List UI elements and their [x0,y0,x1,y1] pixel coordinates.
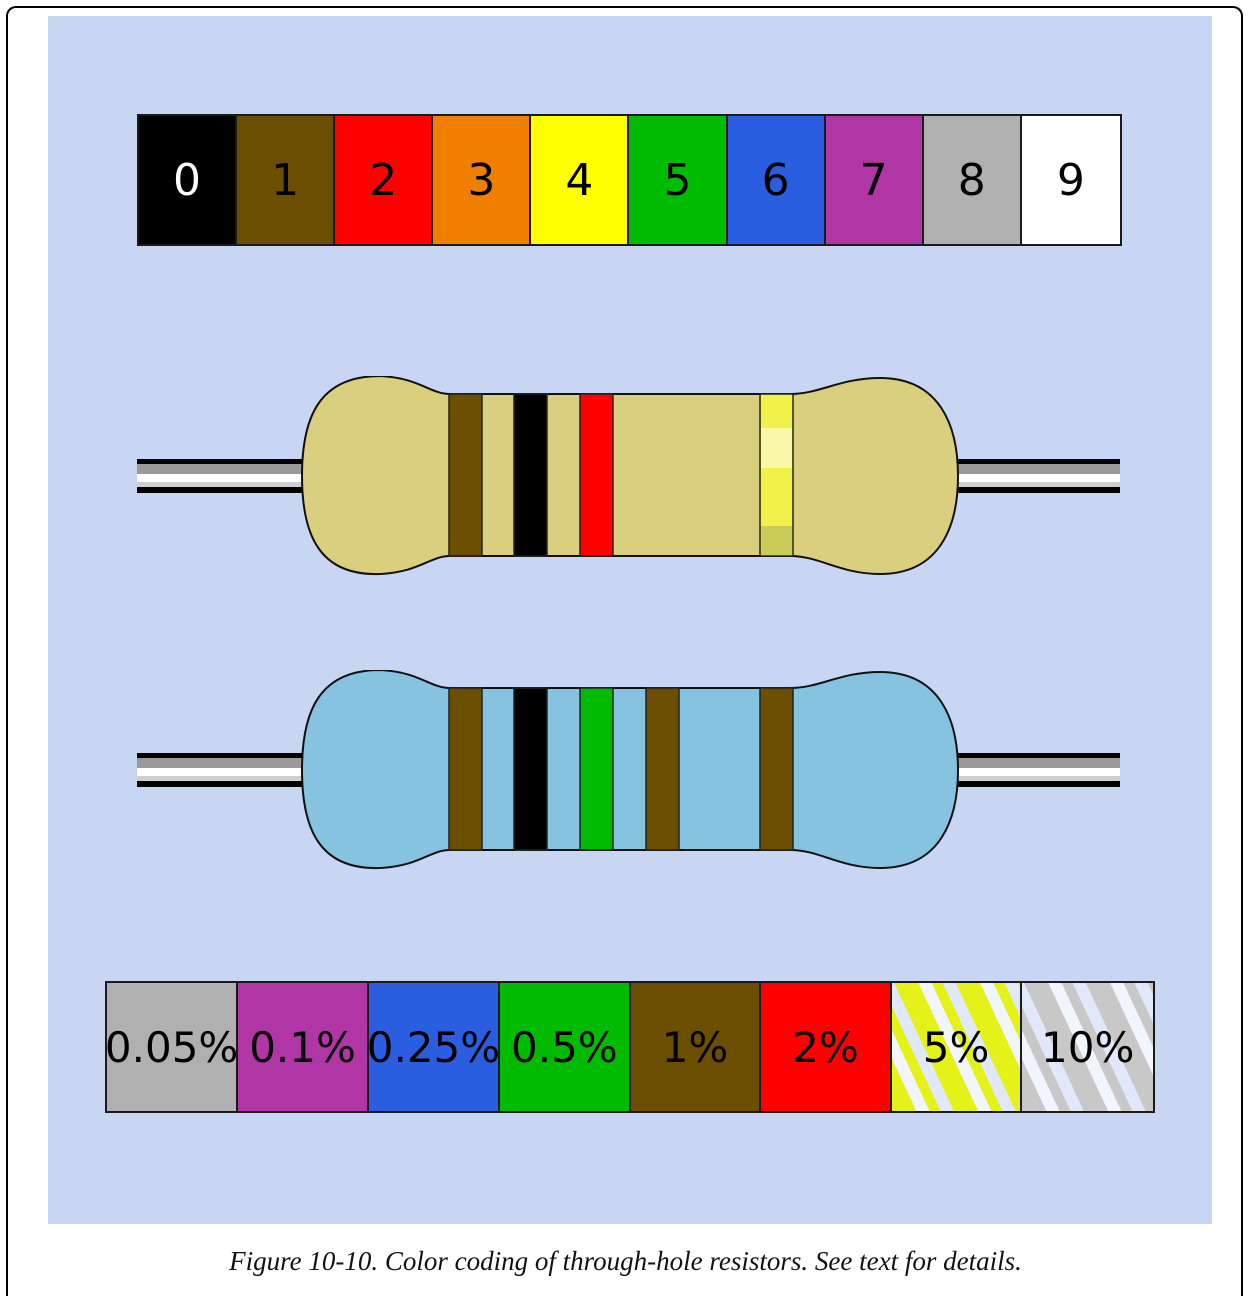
color-band [513,687,548,851]
tolerance-cell: 0.1% [238,983,369,1111]
color-band [579,393,614,557]
color-band [448,393,483,557]
tolerance-cell: 5% [891,983,1023,1111]
tolerance-cell: 0.5% [500,983,631,1111]
right-lead [950,753,1120,787]
digit-cell: 6 [727,116,826,244]
digit-cell: 5 [629,116,728,244]
left-lead [137,459,304,493]
resistor-beige [137,376,1120,576]
tolerance-cell: 2% [761,983,892,1111]
figure-frame [6,6,1243,1296]
digit-cell: 4 [531,116,630,244]
resistor-body [300,670,960,870]
color-band [759,393,794,557]
color-band [645,687,680,851]
color-band [579,687,614,851]
resistor-body [300,376,960,576]
tolerance-cell: 0.25% [367,983,500,1111]
right-lead [950,459,1120,493]
figure-caption: Figure 10-10. Color coding of through-ho… [229,1246,1022,1276]
digit-cell: 7 [825,116,924,244]
digit-cell: 1 [237,116,336,244]
color-band [448,687,483,851]
tolerance-color-code-row: 0.05%0.1%0.25%0.5%1%2%5%10% [105,981,1155,1113]
resistor-blue [137,670,1120,870]
left-lead [137,753,304,787]
tolerance-cell: 1% [630,983,762,1111]
tolerance-cell: 0.05% [105,983,238,1111]
tolerance-cell: 10% [1022,983,1153,1111]
digit-cell: 0 [139,116,238,244]
color-band [759,687,794,851]
digit-cell: 2 [335,116,434,244]
digit-cell: 8 [923,116,1022,244]
digit-cell: 3 [433,116,532,244]
digit-cell: 9 [1021,116,1120,244]
color-band [513,393,548,557]
